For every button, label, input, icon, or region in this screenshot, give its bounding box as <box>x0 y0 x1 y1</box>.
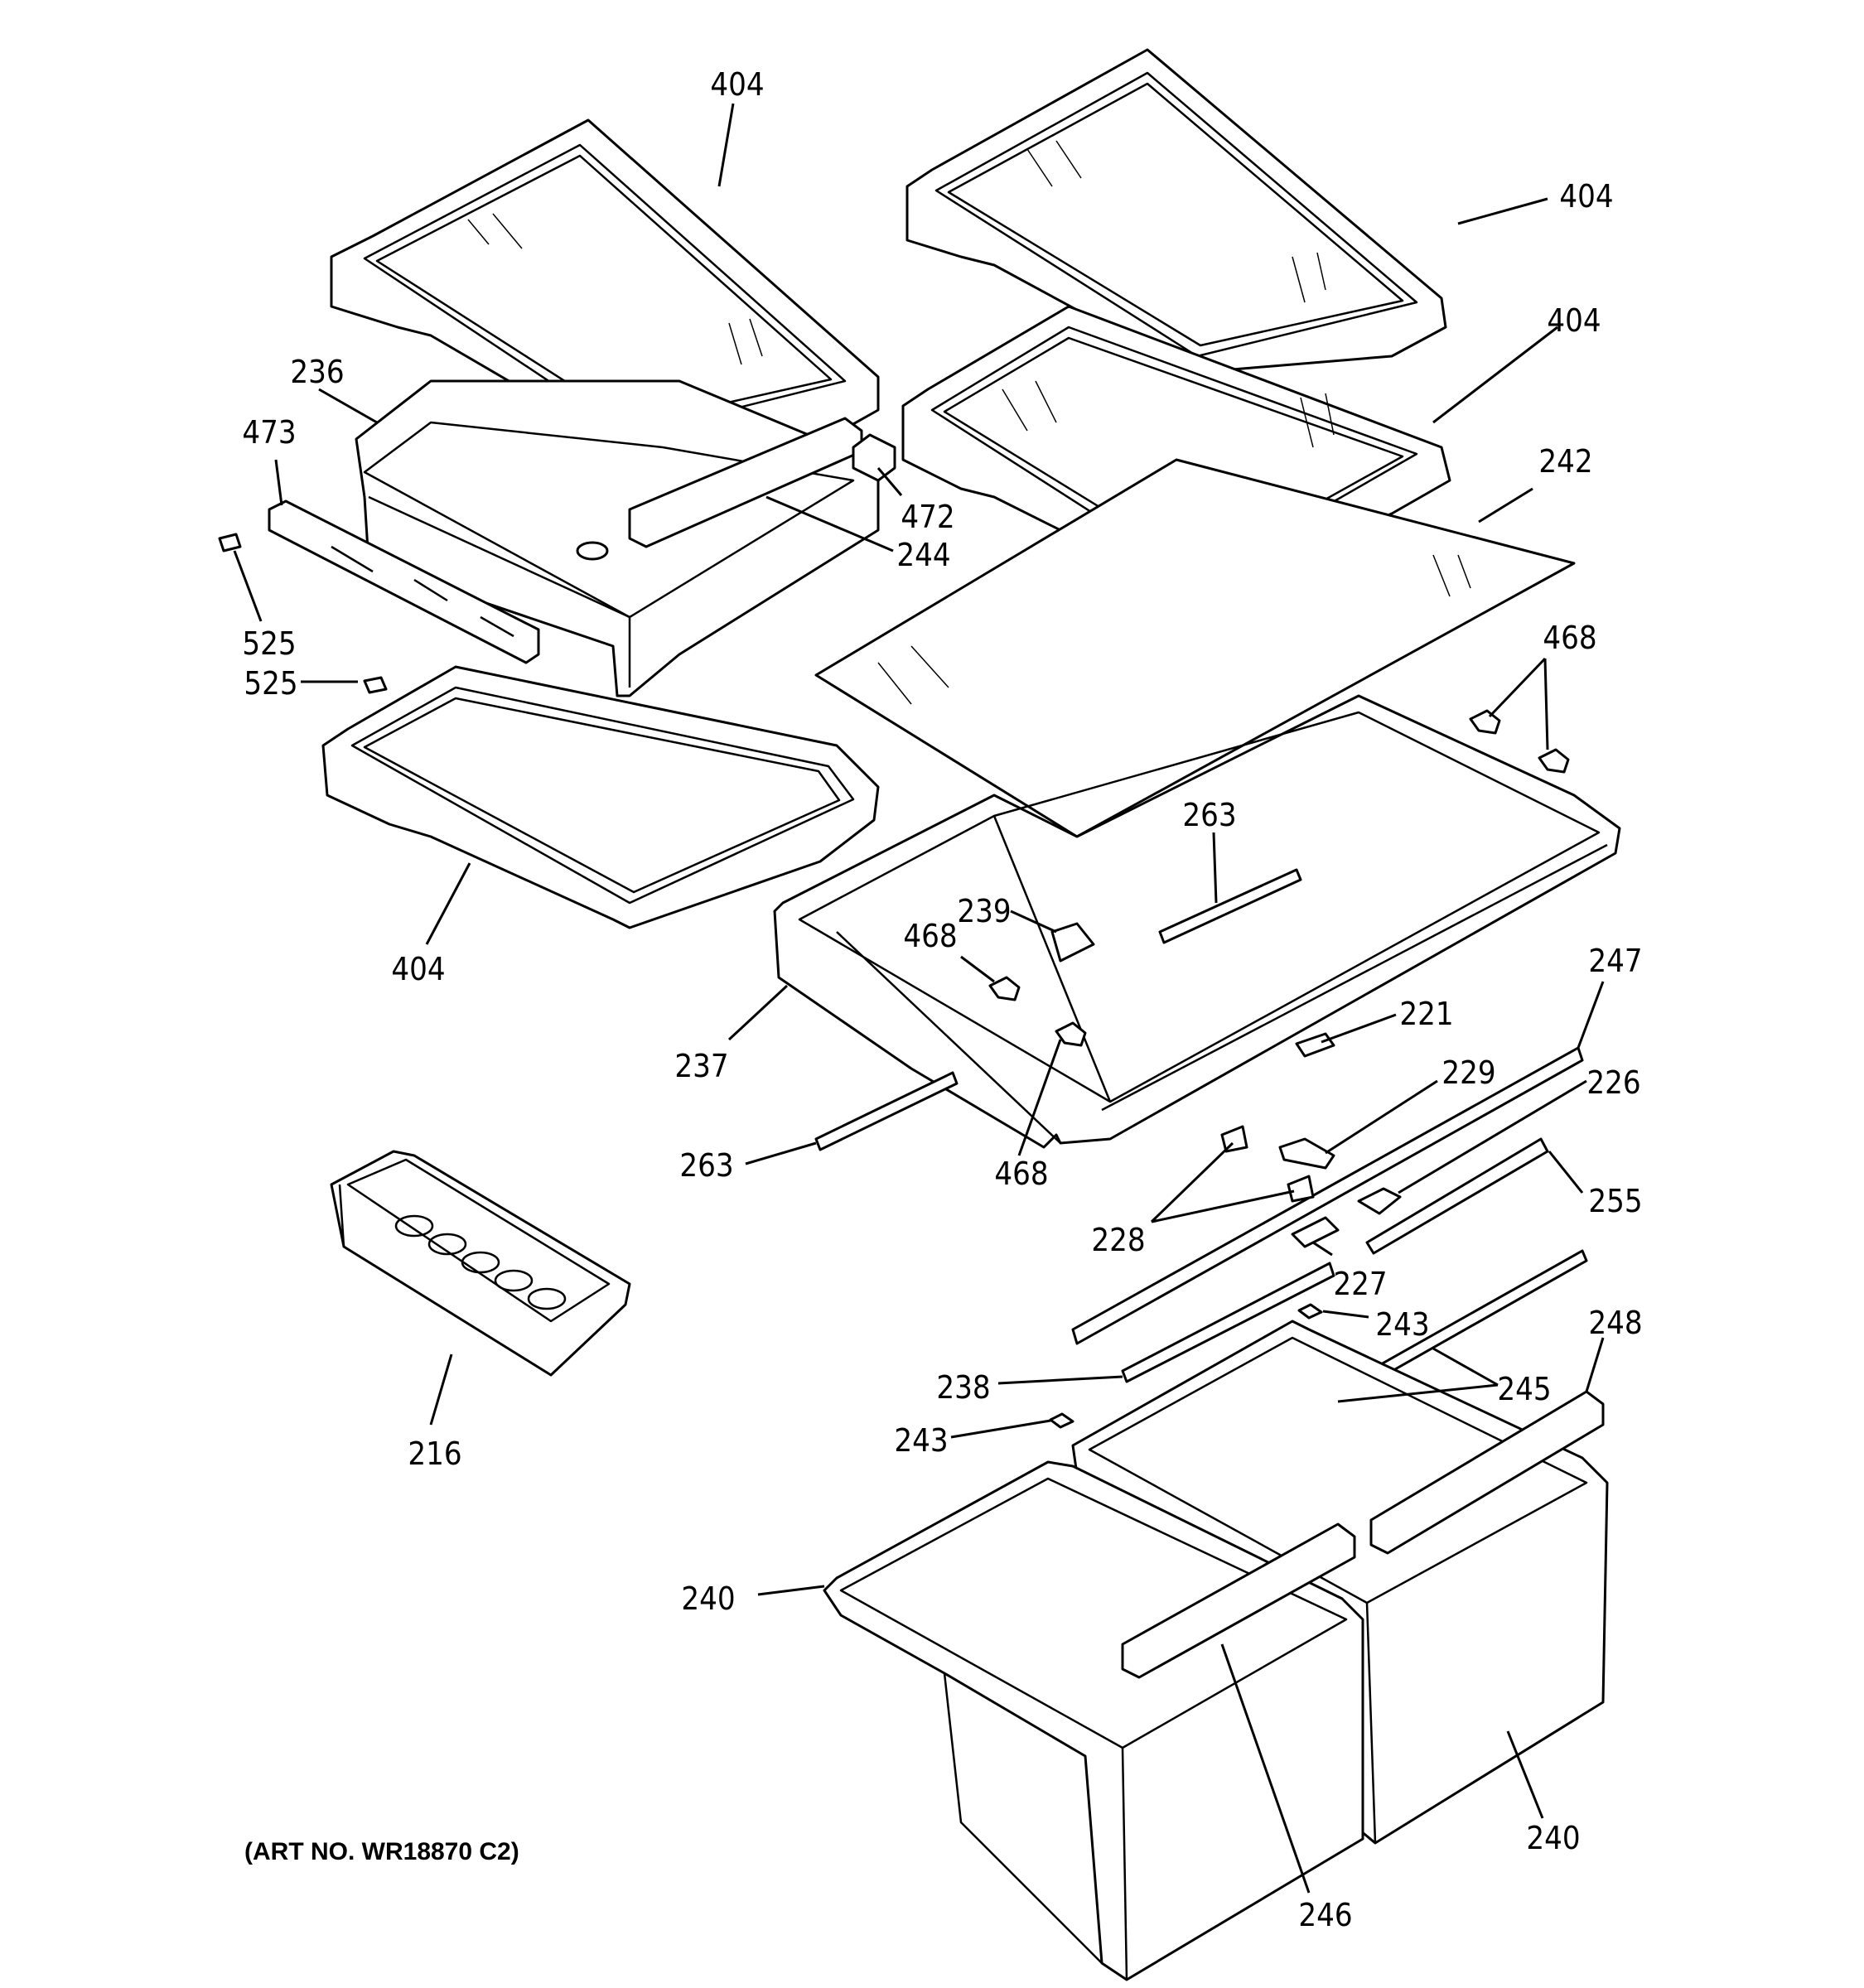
label-228: 228 <box>1091 1222 1145 1258</box>
art-number: (ART NO. WR18870 C2) <box>244 1838 519 1865</box>
label-473: 473 <box>242 414 296 451</box>
label-221: 221 <box>1399 996 1453 1032</box>
clip-228-a <box>1220 1125 1248 1153</box>
label-404-top-left: 404 <box>710 66 764 103</box>
label-243-upper: 243 <box>1375 1306 1429 1343</box>
clip-468-lower <box>1055 1021 1087 1047</box>
label-468-lower: 468 <box>994 1156 1048 1192</box>
screw-525-a <box>218 533 242 552</box>
label-242: 242 <box>1538 443 1592 480</box>
rail-247 <box>1071 1046 1584 1345</box>
label-236: 236 <box>290 354 344 390</box>
clip-468-right-b <box>1538 748 1570 774</box>
label-248: 248 <box>1588 1305 1642 1341</box>
support-239 <box>1050 922 1095 963</box>
handle-246 <box>1121 1522 1356 1679</box>
shelf-404-top-right <box>905 48 1447 374</box>
rail-263-upper <box>1158 868 1302 944</box>
label-238: 238 <box>936 1369 990 1406</box>
rail-473 <box>268 499 540 664</box>
label-227: 227 <box>1333 1266 1387 1302</box>
clip-228-b <box>1287 1175 1315 1203</box>
label-263-lower: 263 <box>679 1147 733 1184</box>
label-468-right: 468 <box>1543 620 1596 656</box>
label-239: 239 <box>957 893 1011 929</box>
clip-468-right-a <box>1469 709 1501 735</box>
label-216: 216 <box>408 1436 461 1472</box>
label-525-a: 525 <box>242 625 296 662</box>
rail-263-lower <box>814 1071 959 1151</box>
shelf-404-top-left <box>330 118 880 453</box>
label-525-b: 525 <box>244 665 297 702</box>
pad-243-upper <box>1297 1303 1323 1320</box>
hinge-227 <box>1291 1216 1340 1248</box>
clip-468-left <box>988 976 1021 1001</box>
screw-525-b <box>363 676 388 694</box>
label-243-lower: 243 <box>894 1422 948 1459</box>
label-240-right: 240 <box>1526 1820 1580 1856</box>
leader-lines <box>233 103 1605 1894</box>
label-246: 246 <box>1298 1897 1352 1933</box>
label-404-bottom-left: 404 <box>391 951 445 987</box>
label-247: 247 <box>1588 943 1642 979</box>
label-244: 244 <box>896 537 950 573</box>
label-404-top-right: 404 <box>1559 178 1613 215</box>
rail-238 <box>1121 1262 1335 1383</box>
bracket-472 <box>852 433 896 482</box>
glass-242 <box>814 458 1576 838</box>
label-237: 237 <box>674 1048 728 1084</box>
part-labels: 404 404 404 404 236 473 472 244 525 525 … <box>242 66 1642 1933</box>
bracket-229 <box>1278 1137 1335 1170</box>
bracket-226 <box>1357 1187 1402 1215</box>
label-472: 472 <box>901 499 954 535</box>
label-404-mid-right: 404 <box>1547 302 1601 339</box>
label-226: 226 <box>1586 1064 1640 1101</box>
shelf-404-bottom-left <box>321 665 880 929</box>
label-263-upper: 263 <box>1182 797 1236 833</box>
label-245: 245 <box>1497 1371 1551 1407</box>
rail-221 <box>1295 1032 1335 1058</box>
pad-243-lower <box>1049 1412 1074 1429</box>
label-229: 229 <box>1441 1054 1495 1091</box>
label-240-left: 240 <box>681 1580 735 1617</box>
label-255: 255 <box>1588 1183 1642 1219</box>
rail-255 <box>1365 1137 1549 1255</box>
label-468-left: 468 <box>903 918 957 954</box>
bin-216 <box>330 1150 631 1377</box>
